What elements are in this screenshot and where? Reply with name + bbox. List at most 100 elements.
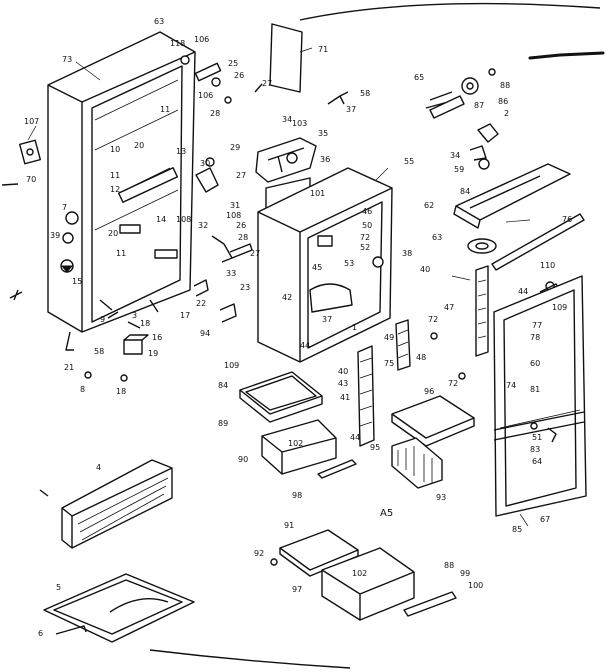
- callout-label: 77: [532, 321, 542, 330]
- callout-label: 64: [532, 457, 542, 466]
- callout-label: 22: [196, 299, 206, 308]
- cabinet-hardware-parts: [18, 55, 263, 382]
- callout-label: 90: [238, 455, 248, 464]
- callout-label: 28: [238, 233, 248, 242]
- drain-tube: [55, 625, 87, 635]
- callout-label: 32: [198, 221, 208, 230]
- callout-label: 15: [72, 277, 82, 286]
- callout-label: 37: [322, 315, 332, 324]
- callout-label: 109: [552, 303, 567, 312]
- callout-label: 38: [402, 249, 412, 258]
- callout-label: 19: [148, 349, 158, 358]
- door-frame: [493, 275, 587, 517]
- margin-dash-left: [1, 183, 19, 186]
- callout-label: 108: [226, 211, 241, 220]
- lower-glass-shelf: [279, 529, 359, 577]
- callout-label: 20: [134, 141, 144, 150]
- page-curve-mark: [299, 2, 601, 21]
- meat-tray: [391, 395, 475, 447]
- callout-label: 11: [116, 249, 126, 258]
- callout-label: 34: [450, 151, 460, 160]
- callout-label: 45: [312, 263, 322, 272]
- wire-clip: [327, 91, 349, 105]
- callout-label: 70: [26, 175, 36, 184]
- callout-label: 73: [62, 55, 72, 64]
- leader-lines: [27, 47, 531, 527]
- callout-label: 75: [384, 359, 394, 368]
- callout-label: 88: [444, 561, 454, 570]
- callout-label: 49: [384, 333, 394, 342]
- callout-label: 6: [38, 629, 43, 638]
- callout-label: 40: [420, 265, 430, 274]
- callout-label: 118: [170, 39, 185, 48]
- callout-label: 78: [530, 333, 540, 342]
- cabinet-shell: [47, 31, 196, 333]
- callout-label: 18: [140, 319, 150, 328]
- toe-grille: [61, 459, 173, 549]
- callout-label: 8: [80, 385, 85, 394]
- callout-label: 12: [110, 185, 120, 194]
- callout-label: 106: [194, 35, 209, 44]
- callout-label: 93: [436, 493, 446, 502]
- callout-label: 44: [300, 341, 310, 350]
- callout-label: 53: [344, 259, 354, 268]
- callout-label: 101: [310, 189, 325, 198]
- callout-label: 11: [160, 105, 170, 114]
- callout-label: 110: [540, 261, 555, 270]
- drawer-rail: [403, 591, 457, 617]
- callout-label: 71: [318, 45, 328, 54]
- callout-label: 63: [432, 233, 442, 242]
- callout-label: 87: [474, 101, 484, 110]
- callout-label: 103: [292, 119, 307, 128]
- callout-label: 62: [424, 201, 434, 210]
- bottom-edge-line: [149, 649, 351, 669]
- fan-blade: [467, 238, 497, 254]
- callout-label: 102: [352, 569, 367, 578]
- callout-label: 3: [132, 311, 137, 320]
- callout-label: 98: [292, 491, 302, 500]
- callout-label: 44: [350, 433, 360, 442]
- callout-label: 40: [338, 367, 348, 376]
- pen-stroke-mark: [528, 51, 605, 60]
- callout-label: 28: [210, 109, 220, 118]
- freezer-brackets: [193, 157, 253, 323]
- callout-label: 43: [338, 379, 348, 388]
- callout-label: 7: [62, 203, 67, 212]
- callout-label: 17: [180, 311, 190, 320]
- callout-label: 76: [562, 215, 572, 224]
- callout-label: 108: [176, 215, 191, 224]
- callout-label: 10: [110, 145, 120, 154]
- callout-label: 25: [228, 59, 238, 68]
- callout-label: 5: [56, 583, 61, 592]
- callout-label: 86: [498, 97, 508, 106]
- callout-label: 16: [152, 333, 162, 342]
- callout-label: 14: [156, 215, 166, 224]
- lower-drawer: [321, 547, 415, 621]
- callout-label: 100: [468, 581, 483, 590]
- callout-label: 72: [448, 379, 458, 388]
- callout-label: 106: [198, 91, 213, 100]
- callout-label: 107: [24, 117, 39, 126]
- callout-label: 2: [504, 109, 509, 118]
- callout-label: 99: [460, 569, 470, 578]
- callout-label: 35: [318, 129, 328, 138]
- callout-label: 83: [530, 445, 540, 454]
- callout-label: 89: [218, 419, 228, 428]
- callout-label: 23: [240, 283, 250, 292]
- callout-label: 91: [284, 521, 294, 530]
- callout-label: 26: [234, 71, 244, 80]
- callout-label: 48: [416, 353, 426, 362]
- callout-label: 37: [346, 105, 356, 114]
- callout-label: 55: [404, 157, 414, 166]
- callout-label: 102: [288, 439, 303, 448]
- callout-label: 97: [292, 585, 302, 594]
- callout-label: 50: [362, 221, 372, 230]
- callout-label: 92: [254, 549, 264, 558]
- callout-label: 51: [532, 433, 542, 442]
- drawer-slide: [317, 459, 357, 479]
- fan-housing: [255, 137, 317, 183]
- callout-label: 59: [454, 165, 464, 174]
- callout-label: 72: [360, 233, 370, 242]
- callout-label: 31: [230, 201, 240, 210]
